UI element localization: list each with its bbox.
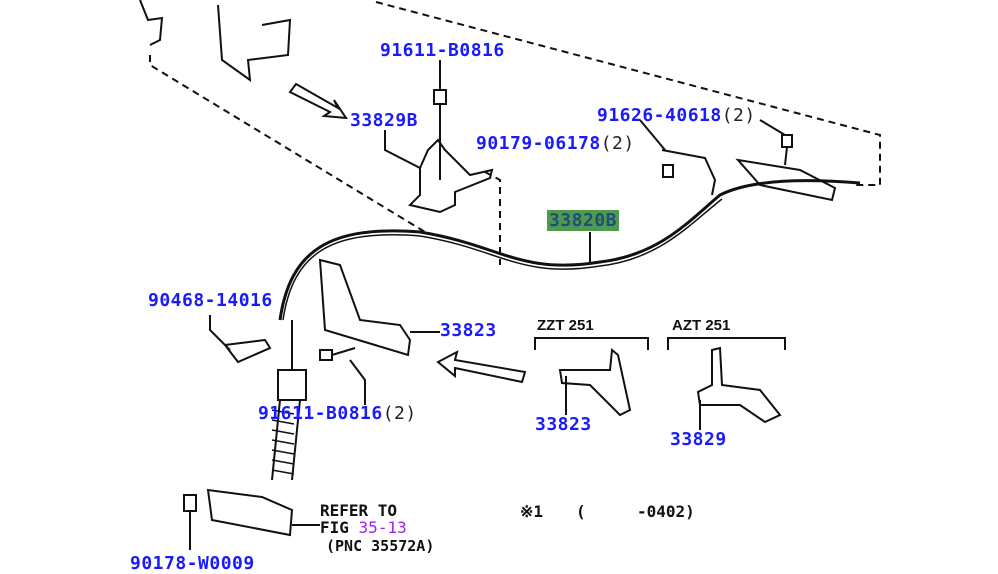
- cable-end-fitting: [277, 320, 307, 401]
- bracket-33823-zzt: [558, 348, 632, 417]
- lever-part: [206, 488, 294, 537]
- part-link-91611-b0816-top[interactable]: 91611-B0816: [380, 40, 505, 61]
- variant-label-azt251: AZT 251: [672, 317, 731, 334]
- bolt-91626: [759, 119, 793, 166]
- part-link-33823-main[interactable]: 33823: [440, 320, 497, 341]
- bracket-33829b: [384, 130, 494, 214]
- note-open-paren: (: [576, 502, 586, 521]
- part-link-33829-azt[interactable]: 33829: [670, 429, 727, 450]
- part-link-90179-06178[interactable]: 90179-06178(2): [476, 133, 635, 154]
- part-link-33829b[interactable]: 33829B: [350, 110, 419, 131]
- part-number[interactable]: 91626-40618: [597, 105, 722, 126]
- part-link-90468-14016[interactable]: 90468-14016: [148, 290, 273, 311]
- highlighted-part-number[interactable]: 33820B: [547, 210, 620, 231]
- note-range: -0402): [637, 502, 695, 521]
- dashed-guide-left: [149, 55, 426, 233]
- quantity: (2): [721, 105, 756, 126]
- clip-part-top: [139, 0, 164, 46]
- refer-fig-line: FIG 35-13: [320, 518, 407, 537]
- cable-33820b: [278, 179, 861, 321]
- quantity: (2): [600, 133, 635, 154]
- fig-link-35-13[interactable]: 35-13: [358, 518, 407, 537]
- bracket-upper-right: [661, 149, 837, 202]
- part-number[interactable]: 90179-06178: [476, 133, 601, 154]
- arrow-icon: [288, 82, 348, 120]
- clip-90468: [209, 315, 272, 364]
- fig-prefix: FIG: [320, 518, 349, 537]
- nut-90178: [183, 494, 197, 550]
- quantity: (2): [382, 403, 417, 424]
- bracket-33823: [318, 258, 412, 357]
- part-link-91626-40618[interactable]: 91626-40618(2): [597, 105, 756, 126]
- part-link-33823-zzt[interactable]: 33823: [535, 414, 592, 435]
- part-number[interactable]: 91611-B0816: [258, 403, 383, 424]
- arrow-icon-2: [436, 350, 527, 384]
- bracket-azt-group: [667, 337, 786, 350]
- note-mark: ※1: [520, 502, 544, 521]
- bracket-zzt-group: [534, 337, 649, 350]
- bolt-top: [433, 60, 447, 180]
- bracket-part-top: [217, 4, 292, 83]
- part-link-33820b-highlighted[interactable]: 33820B: [547, 210, 620, 231]
- refer-to-text: REFER TO: [320, 501, 398, 520]
- variant-label-zzt251: ZZT 251: [537, 317, 594, 334]
- bracket-33829-azt: [696, 346, 782, 424]
- part-link-90178-w0009[interactable]: 90178-W0009: [130, 553, 255, 574]
- bolt-91611-bottom: [319, 347, 356, 361]
- nut-90179: [639, 119, 674, 178]
- part-link-91611-b0816-bottom[interactable]: 91611-B0816(2): [258, 403, 417, 424]
- pnc-reference: (PNC 35572A): [326, 537, 435, 555]
- dashed-guide-top: [375, 1, 881, 186]
